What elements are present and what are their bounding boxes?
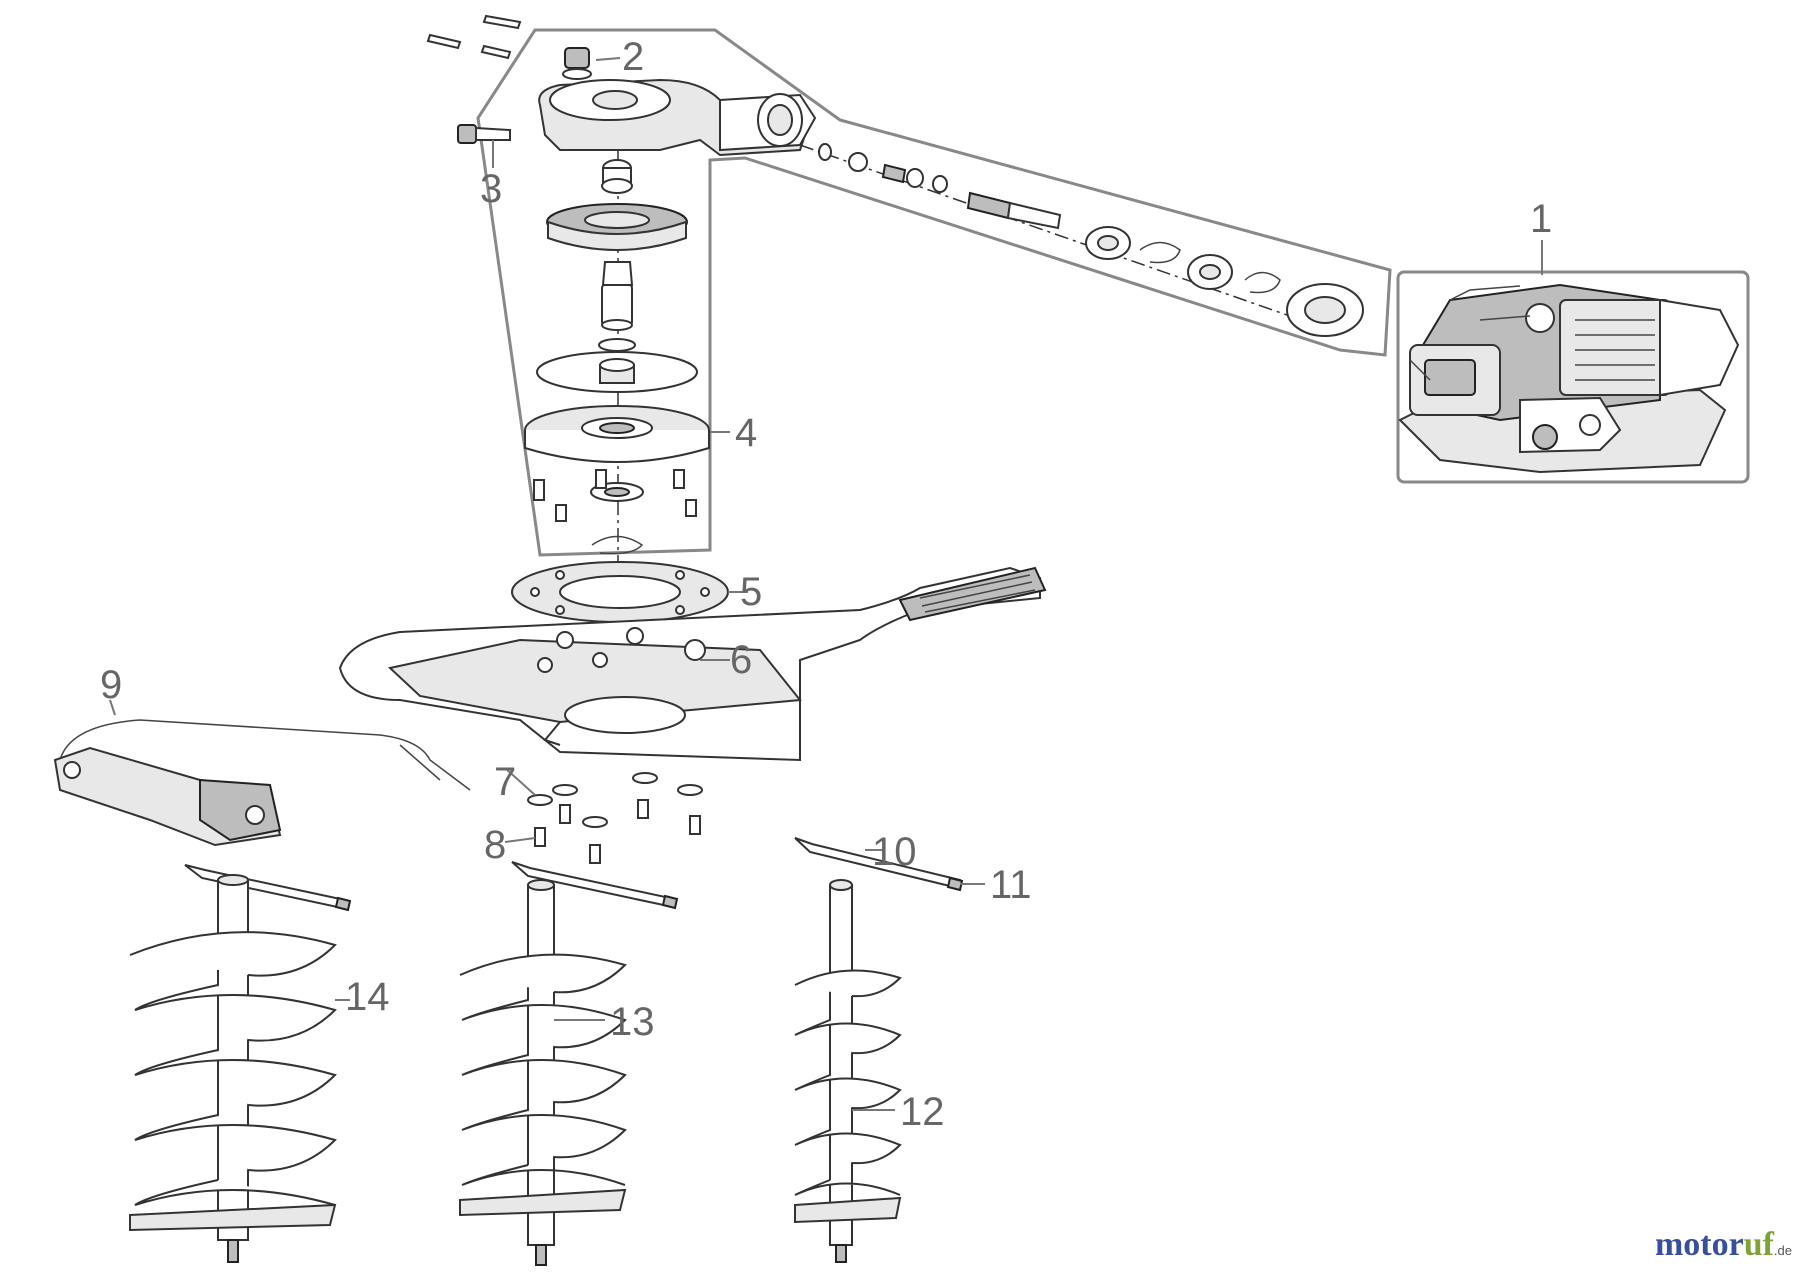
- callout-4: 4: [735, 411, 757, 455]
- watermark-text-accent: uf: [1743, 1226, 1774, 1263]
- breather-part-3: [457, 124, 511, 144]
- throttle-lever-part-9: [53, 719, 471, 847]
- callout-13: 13: [610, 1000, 655, 1044]
- watermark-logo: motoruf.de: [1655, 1226, 1792, 1264]
- callout-5: 5: [740, 570, 762, 614]
- callout-6: 6: [730, 638, 752, 682]
- watermark-text-main: motor: [1654, 1226, 1744, 1263]
- gearbox-housing: [538, 78, 817, 157]
- engine-frame: [1396, 270, 1750, 484]
- callout-1: 1: [1530, 197, 1552, 241]
- callout-8: 8: [484, 823, 506, 867]
- callout-10: 10: [872, 830, 917, 874]
- leader-lines: [109, 57, 1543, 1111]
- auger-part-12: [794, 837, 964, 1263]
- bolts-part-8: [534, 799, 701, 864]
- auger-part-13: [459, 861, 679, 1266]
- watermark-tld: .de: [1773, 1243, 1792, 1258]
- callout-3: 3: [480, 167, 502, 211]
- gearbox-enclosure-frame: [476, 28, 1392, 557]
- cover-screws: [533, 469, 697, 522]
- callout-14: 14: [345, 975, 390, 1019]
- callout-2: 2: [622, 35, 644, 79]
- flange-part-5: [511, 561, 729, 623]
- plug-part-2: [562, 47, 592, 80]
- callout-7: 7: [494, 760, 516, 804]
- callout-11: 11: [990, 863, 1032, 907]
- gear-stack: [524, 159, 710, 555]
- drive-shaft-parts: [799, 143, 1364, 337]
- handle-frame: [338, 566, 1047, 762]
- callout-12: 12: [900, 1090, 945, 1134]
- engine-assembly: [1398, 283, 1740, 474]
- washers-part-7: [527, 772, 703, 828]
- housing-screws: [426, 14, 522, 60]
- auger-part-14: [129, 864, 352, 1263]
- callout-9: 9: [100, 663, 122, 707]
